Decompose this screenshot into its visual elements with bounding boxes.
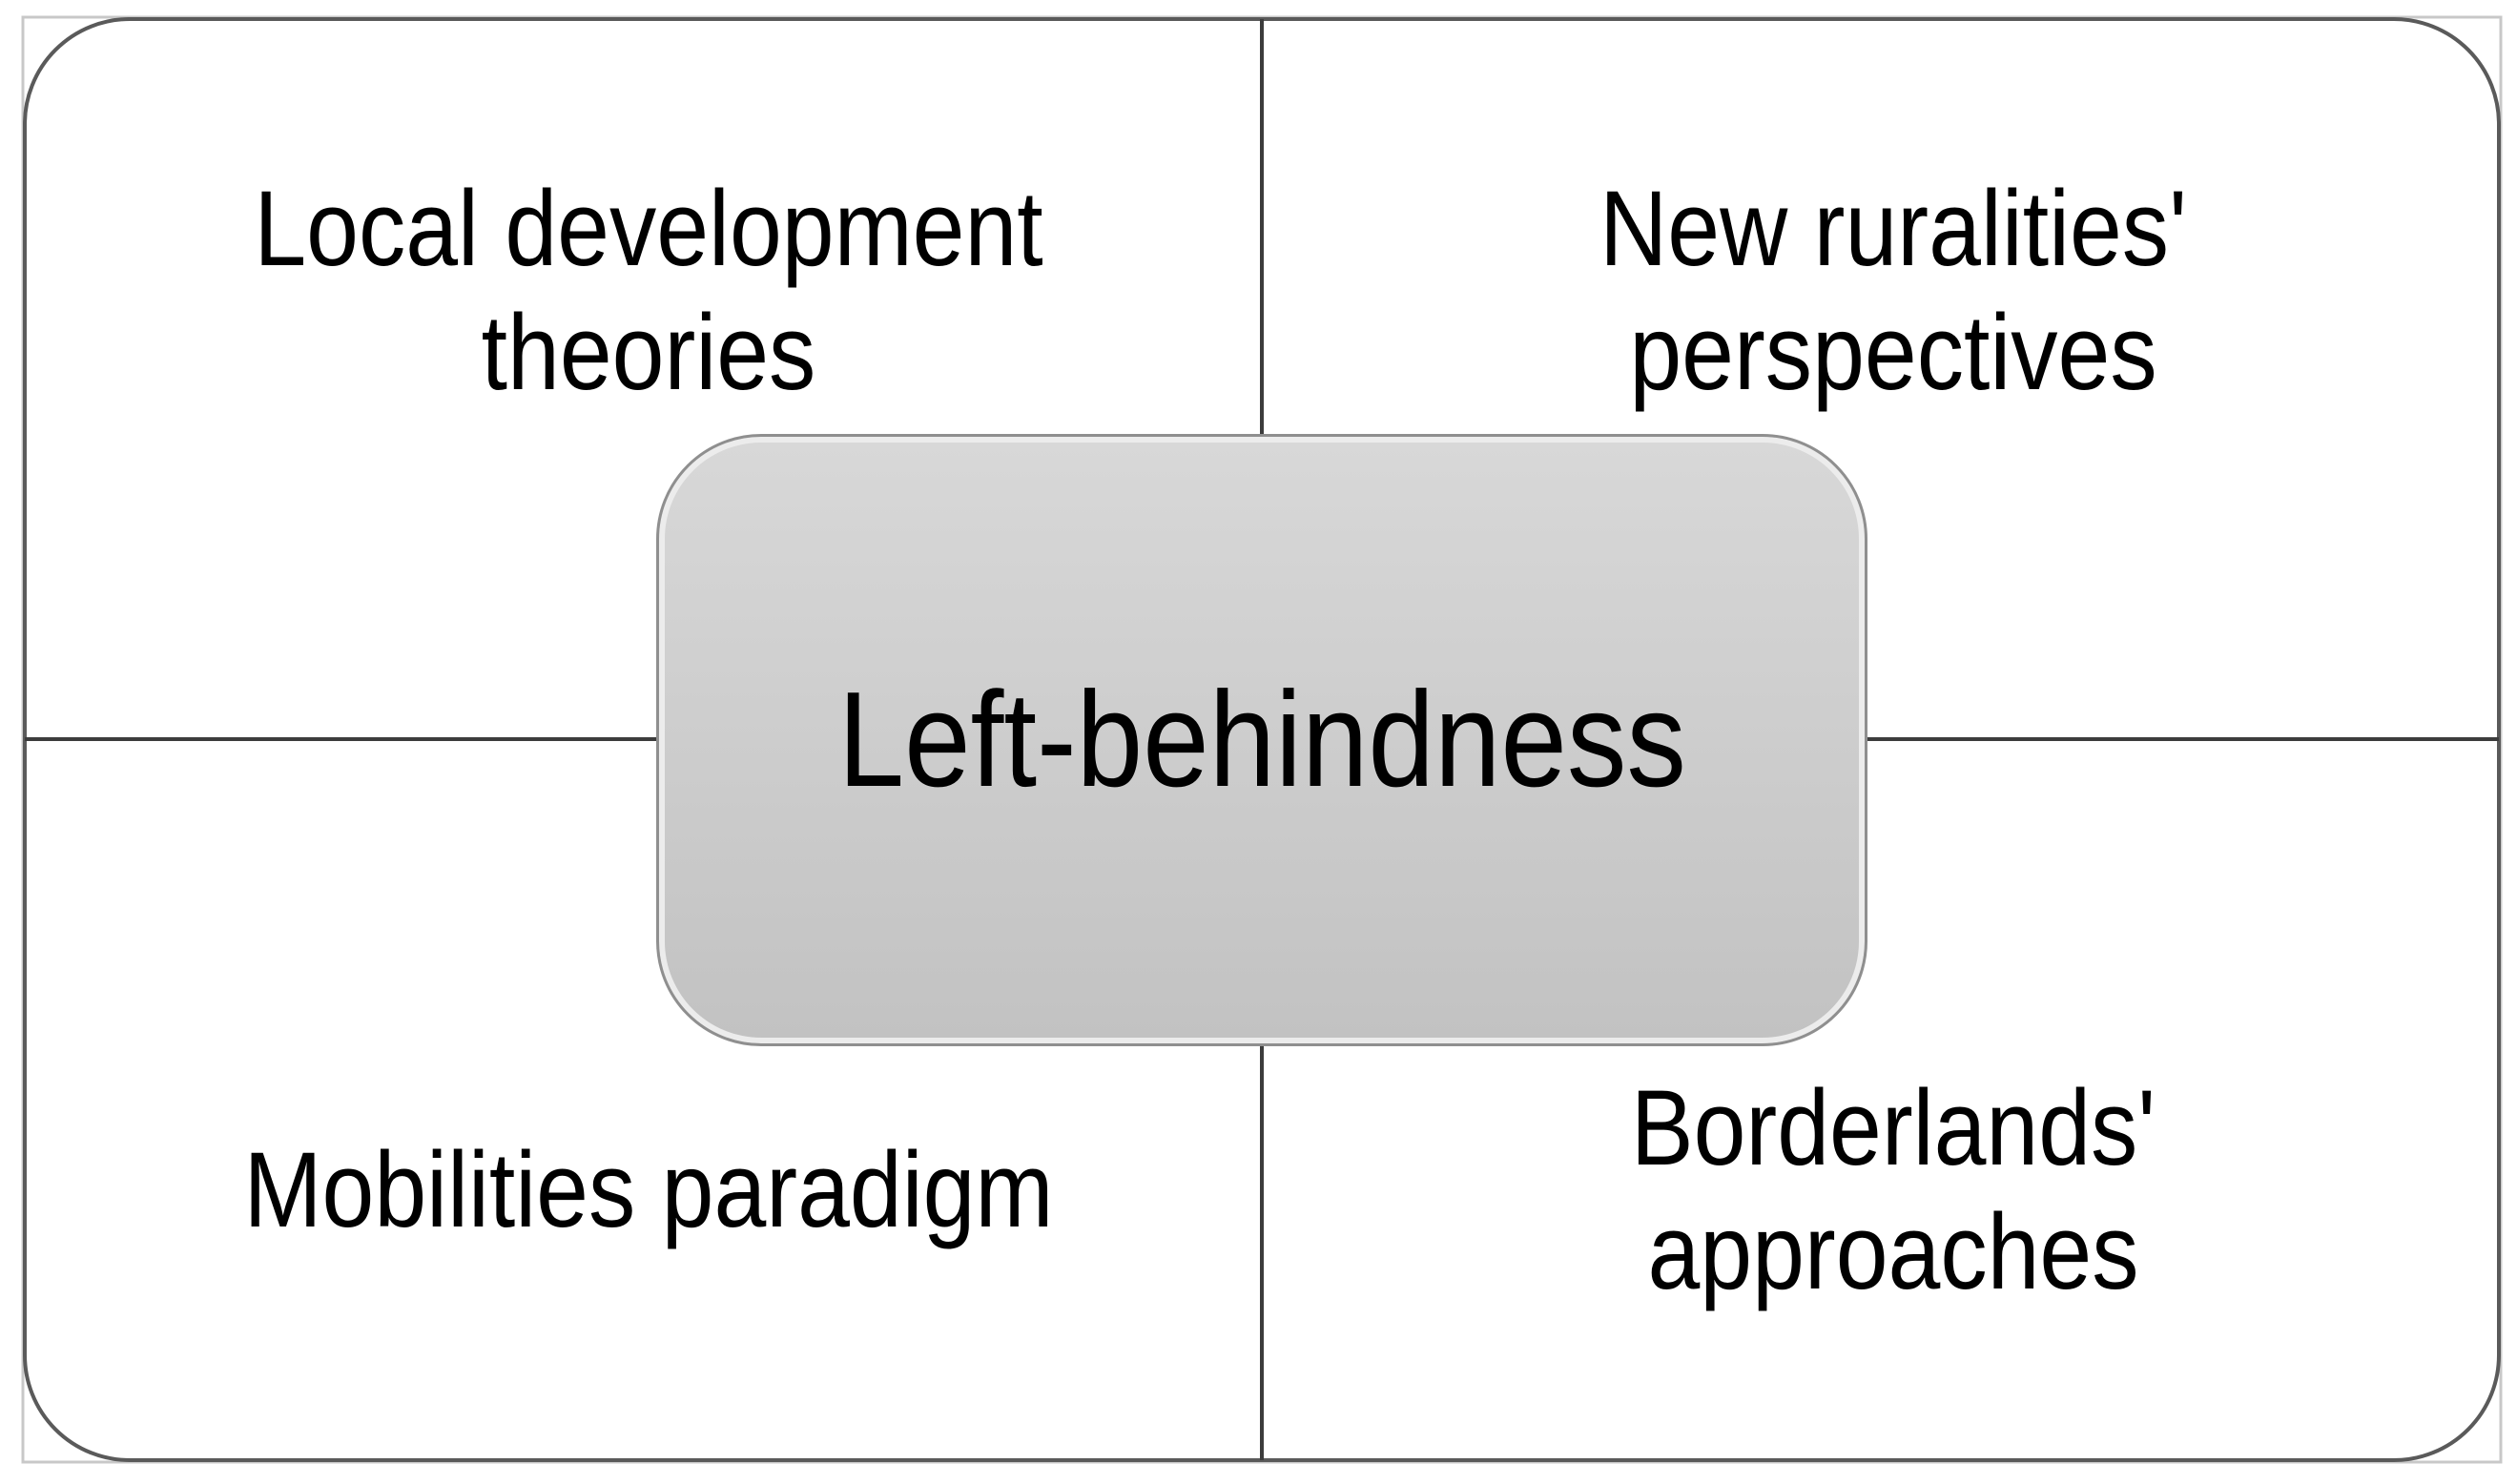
quadrant-label-bottom-left: Mobilities paradigm <box>243 1129 1054 1249</box>
center-concept-box: Left-behindness <box>656 434 1867 1046</box>
center-concept-label: Left-behindness <box>837 664 1686 815</box>
quadrant-label-top-left: Local development theories <box>254 169 1043 412</box>
quadrant-label-bottom-right: Borderlands' approaches <box>1630 1067 2156 1311</box>
quadrant-label-top-right: New ruralities' perspectives <box>1599 169 2187 412</box>
